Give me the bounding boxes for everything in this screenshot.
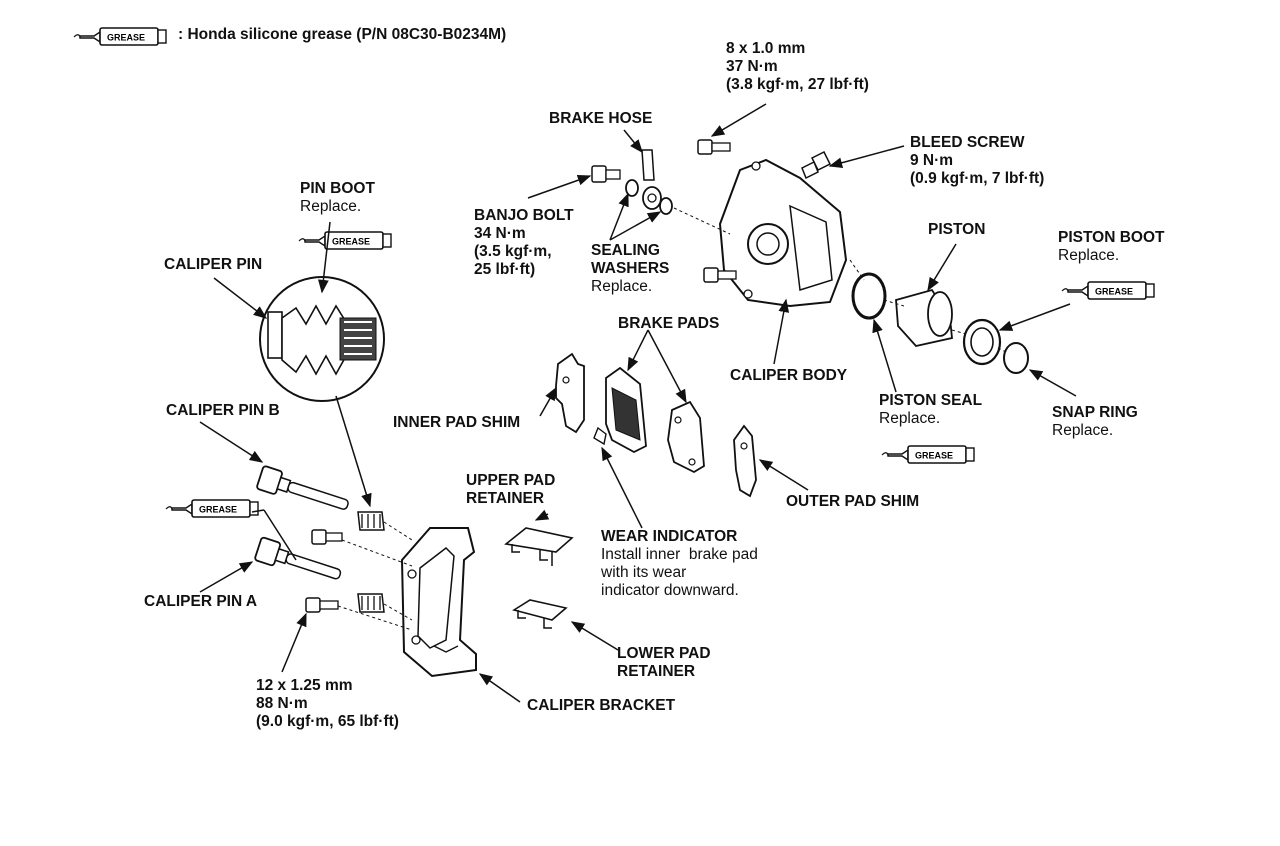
piston-part <box>895 288 953 347</box>
caliper-pin-grease-icon: GREASE <box>165 499 259 518</box>
banjo-bolt-title: BANJO BOLT <box>474 207 574 224</box>
lower-pad-retainer-part <box>512 599 568 629</box>
caliper-pin-detail <box>259 276 385 402</box>
sealing-washers-note: Replace. <box>591 278 653 295</box>
caliper-bracket-label: CALIPER BRACKET <box>527 697 676 714</box>
banjo-bolt-spec-3: 25 lbf·ft) <box>474 261 536 278</box>
brake-pads-label: BRAKE PADS <box>618 315 720 332</box>
bolt-top-spec-size: 8 x 1.0 mm <box>726 40 806 57</box>
piston-seal-note: Replace. <box>879 410 941 427</box>
caliper-body-label: CALIPER BODY <box>730 367 848 384</box>
piston-label: PISTON <box>928 221 986 238</box>
snap-ring-title: SNAP RING <box>1052 404 1138 421</box>
piston-boot-grease-tag: GREASE <box>1095 287 1133 297</box>
outer-pad-shim-label: OUTER PAD SHIM <box>786 493 920 510</box>
bolt-top-spec-torque-alt: (3.8 kgf·m, 27 lbf·ft) <box>726 76 869 93</box>
wear-indicator-note-1: Install inner brake pad <box>601 546 758 563</box>
piston-boot-note: Replace. <box>1058 247 1120 264</box>
inner-pad-shim-part <box>555 352 585 434</box>
piston-boot-title: PISTON BOOT <box>1058 229 1165 246</box>
piston-seal-grease-tag: GREASE <box>915 451 953 461</box>
snap-ring-note: Replace. <box>1052 422 1114 439</box>
legend-text: : Honda silicone grease (P/N 08C30-B0234… <box>178 26 507 43</box>
piston-seal-grease-icon: GREASE <box>881 445 975 464</box>
legend-grease-icon: GREASE <box>73 27 167 46</box>
lower-pad-retainer-line-1: LOWER PAD <box>617 645 711 662</box>
caliper-body-bolt-lower <box>703 267 737 283</box>
inner-brake-pad-part <box>593 366 647 454</box>
caliper-pin-label: CALIPER PIN <box>164 256 263 273</box>
bolt-bottom-spec-torque-alt: (9.0 kgf·m, 65 lbf·ft) <box>256 713 399 730</box>
wear-indicator-note-2: with its wear <box>601 564 687 581</box>
bleed-screw-part <box>801 150 832 180</box>
pin-boot-label: PIN BOOT Replace. <box>300 180 375 216</box>
upper-pad-retainer-label: UPPER PAD RETAINER <box>466 472 555 508</box>
caliper-pin-b-part <box>256 465 349 510</box>
banjo-bolt-spec-2: (3.5 kgf·m, <box>474 243 552 260</box>
banjo-bolt-spec-1: 34 N·m <box>474 225 526 242</box>
upper-pad-retainer-part <box>504 527 574 566</box>
inner-pad-shim-label: INNER PAD SHIM <box>393 414 521 431</box>
legend-grease-tag: GREASE <box>107 33 145 43</box>
assembly-lines <box>337 207 1007 631</box>
snap-ring-label: SNAP RING Replace. <box>1052 404 1138 440</box>
pin-boot-note: Replace. <box>300 198 362 215</box>
piston-seal-label: PISTON SEAL Replace. <box>879 392 982 428</box>
brake-hose-label: BRAKE HOSE <box>549 110 653 127</box>
caliper-body-part <box>718 158 848 308</box>
piston-seal-title: PISTON SEAL <box>879 392 983 409</box>
outer-brake-pad-part <box>667 400 705 474</box>
brake-hose-part <box>641 149 662 210</box>
pin-boot-lower <box>357 593 385 613</box>
pin-boot-grease-icon: GREASE <box>298 231 392 250</box>
bleed-screw-spec-2: (0.9 kgf·m, 7 lbf·ft) <box>910 170 1045 187</box>
wear-indicator-label: WEAR INDICATOR Install inner brake pad w… <box>601 528 758 600</box>
bolt-top-spec-label: 8 x 1.0 mm 37 N·m (3.8 kgf·m, 27 lbf·ft) <box>726 40 869 94</box>
wear-indicator-title: WEAR INDICATOR <box>601 528 738 545</box>
bolt-bottom-spec-size: 12 x 1.25 mm <box>256 677 353 694</box>
upper-pad-retainer-line-1: UPPER PAD <box>466 472 556 489</box>
caliper-body-bolt-upper <box>697 139 731 155</box>
bleed-screw-spec-1: 9 N·m <box>910 152 954 169</box>
piston-boot-part <box>962 318 1002 366</box>
pin-boot-upper <box>357 511 385 531</box>
sealing-washers-title-2: WASHERS <box>591 260 670 277</box>
caliper-pin-b-label: CALIPER PIN B <box>166 402 280 419</box>
bracket-bolt-upper <box>311 529 343 545</box>
leader-lines <box>199 103 1077 703</box>
caliper-pin-grease-tag: GREASE <box>199 505 237 515</box>
caliper-pin-a-part <box>254 536 342 580</box>
banjo-bolt-part <box>591 165 621 183</box>
bleed-screw-title: BLEED SCREW <box>910 134 1025 151</box>
wear-indicator-note-3: indicator downward. <box>601 582 739 599</box>
banjo-bolt-label: BANJO BOLT 34 N·m (3.5 kgf·m, 25 lbf·ft) <box>474 207 574 279</box>
piston-boot-label: PISTON BOOT Replace. <box>1058 229 1165 265</box>
caliper-bracket-part <box>400 527 477 678</box>
bolt-top-spec-torque: 37 N·m <box>726 58 778 75</box>
bleed-screw-label: BLEED SCREW 9 N·m (0.9 kgf·m, 7 lbf·ft) <box>910 134 1044 188</box>
upper-pad-retainer-line-2: RETAINER <box>466 490 545 507</box>
caliper-pin-a-label: CALIPER PIN A <box>144 593 258 610</box>
pin-boot-title: PIN BOOT <box>300 180 375 197</box>
sealing-washer-1 <box>625 179 639 197</box>
piston-seal-part <box>851 272 887 320</box>
bolt-bottom-spec-label: 12 x 1.25 mm 88 N·m (9.0 kgf·m, 65 lbf·f… <box>256 677 399 731</box>
bolt-bottom-spec-torque: 88 N·m <box>256 695 308 712</box>
lower-pad-retainer-line-2: RETAINER <box>617 663 696 680</box>
snap-ring-part <box>1003 342 1029 374</box>
lower-pad-retainer-label: LOWER PAD RETAINER <box>617 645 711 681</box>
sealing-washers-title-1: SEALING <box>591 242 660 259</box>
pin-boot-grease-tag: GREASE <box>332 237 370 247</box>
sealing-washers-label: SEALING WASHERS Replace. <box>591 242 669 296</box>
outer-pad-shim-part <box>733 424 757 498</box>
sealing-washer-2 <box>659 197 673 215</box>
piston-boot-grease-icon: GREASE <box>1061 281 1155 300</box>
bracket-bolt-lower <box>305 597 339 613</box>
